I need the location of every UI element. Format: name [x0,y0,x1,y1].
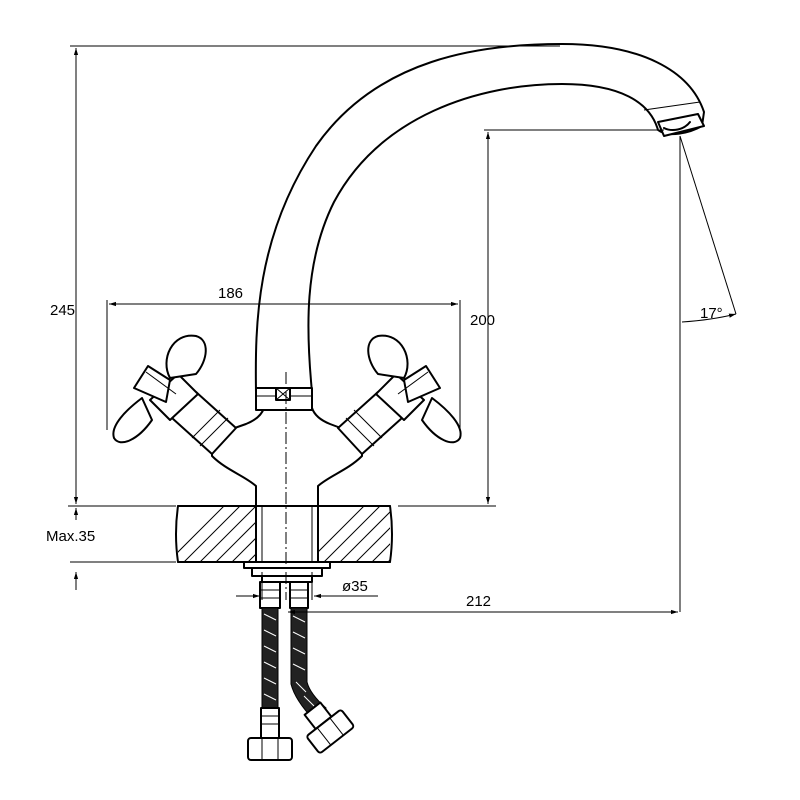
faucet-body [211,407,363,507]
dimension-hole-diameter: ø35 [236,572,378,600]
mounting-nut [243,561,331,583]
dim-label-total-height: 245 [50,302,75,319]
dimension-handle-span: 186 [106,285,461,430]
dim-label-spout-angle: 17° [700,305,723,322]
dim-label-hole-diameter: ø35 [342,578,368,595]
dimension-spout-angle: 17° [679,135,737,612]
dimension-max-thickness: Max.35 [46,508,176,590]
faucet-spout [254,43,705,393]
dim-label-spout-height: 200 [470,312,495,329]
dimension-total-height: 245 [50,45,560,507]
flexible-hose-right [289,581,355,754]
dim-label-spout-reach: 212 [466,593,491,610]
flexible-hose-left [247,581,293,761]
countertop-hatch-right [318,506,390,562]
dim-label-handle-span: 186 [218,285,243,302]
dimension-spout-reach: 212 [288,593,678,615]
right-valve-handle [337,334,462,455]
dimension-spout-height: 200 [398,129,664,507]
countertop [175,505,393,563]
countertop-hatch-left [178,506,256,562]
left-valve-handle [112,334,237,455]
spout-collar [255,387,313,411]
dim-label-max-thickness: Max.35 [46,528,95,545]
